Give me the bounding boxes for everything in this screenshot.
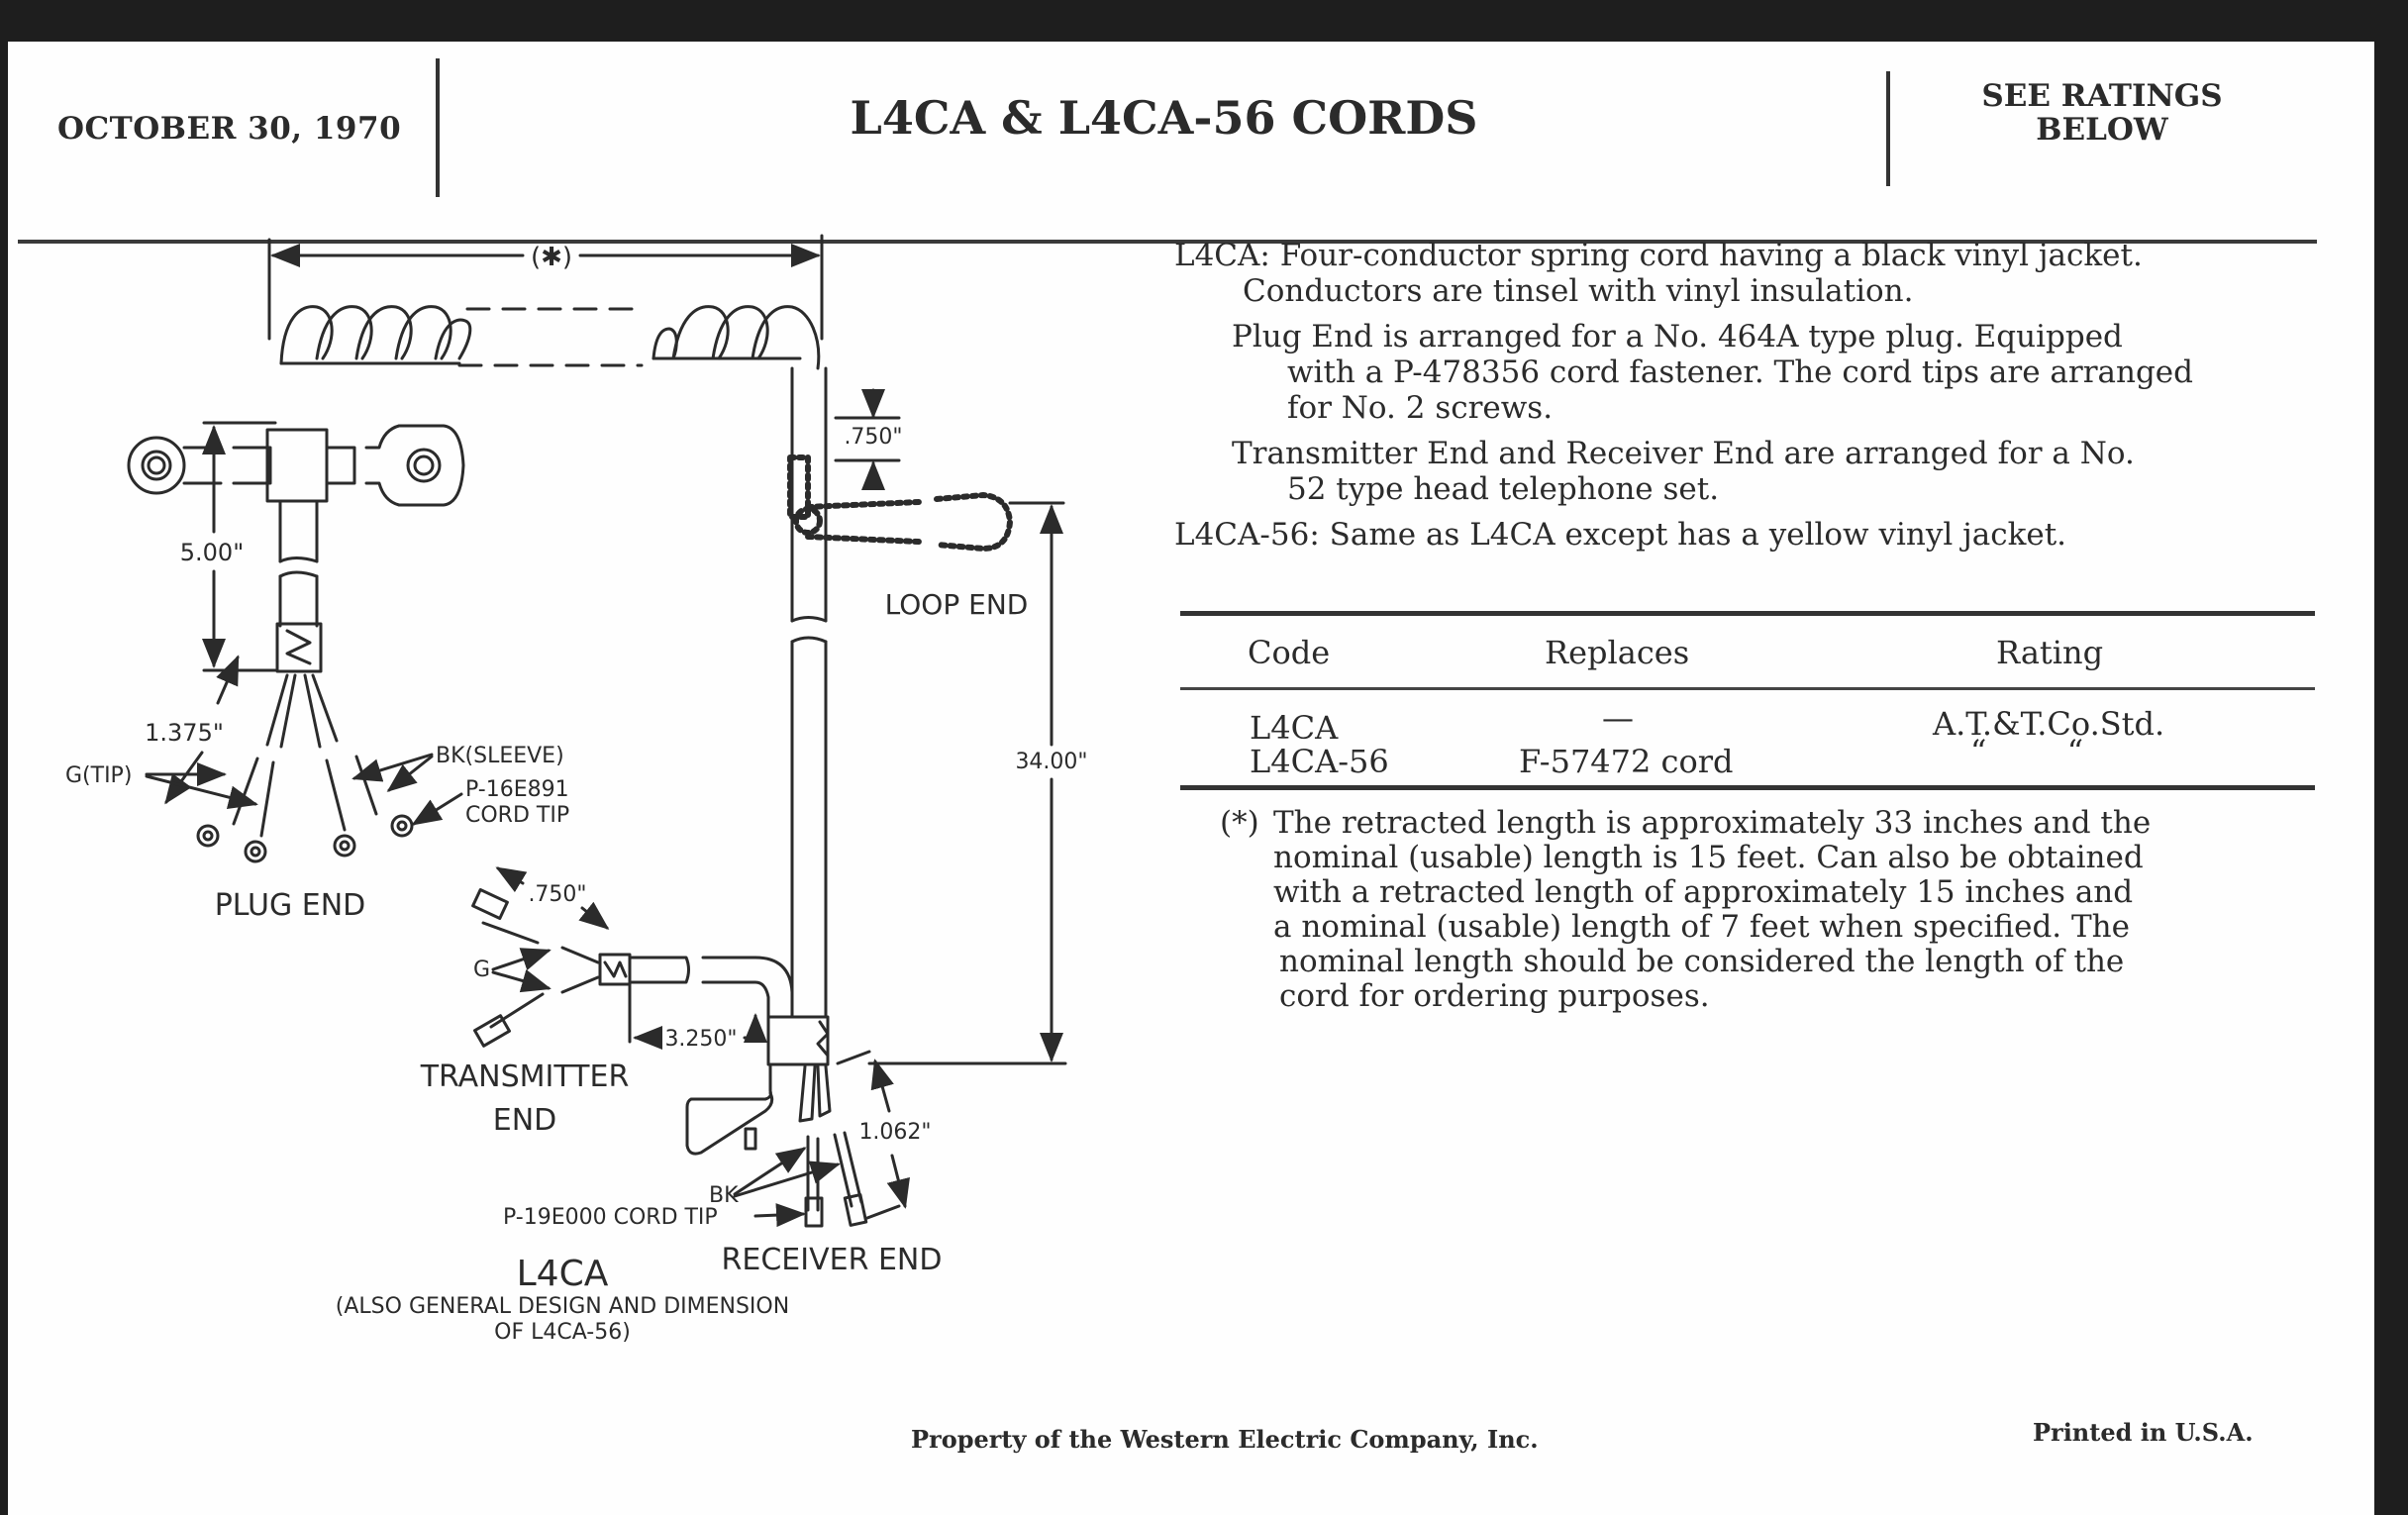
footnote-line: a nominal (usable) length of 7 feet when… — [1273, 909, 2130, 945]
dim-line — [865, 1204, 901, 1220]
footnote-line: nominal (usable) length is 15 feet. Can … — [1273, 840, 2144, 875]
plug-end-line: with a P-478356 cord fastener. The cord … — [1287, 354, 2193, 390]
dim-750-top-label: .750" — [844, 425, 902, 450]
dimension-5-00: 5.00" — [180, 421, 277, 672]
column-header-rating: Rating — [1996, 634, 2104, 671]
label-arrow — [145, 774, 258, 809]
cord-tip-label: CORD TIP — [465, 803, 569, 828]
cord-diagram: (✱) — [65, 234, 1088, 1277]
retracted-marker-label: (✱) — [531, 243, 572, 272]
dim-750-tx-label: .750" — [528, 882, 586, 907]
header-divider — [1886, 71, 1890, 186]
p16e891-label: P-16E891 — [465, 777, 569, 802]
g-tip-label: G(TIP) — [65, 763, 132, 788]
loop-end — [787, 454, 1013, 552]
table-rule-mid — [1180, 687, 2315, 690]
cell-code: L4CA-56 — [1250, 743, 1389, 780]
dim-arrow — [743, 1013, 767, 1043]
dim-34-00-label: 34.00" — [1015, 750, 1087, 774]
footnote: (*) The retracted length is approximatel… — [1220, 806, 2250, 1014]
label-arrow — [733, 1161, 841, 1198]
description-block: L4CA: Four-conductor spring cord having … — [1174, 238, 2315, 553]
loop-end-label: LOOP END — [885, 588, 1029, 621]
transmitter-end-label: END — [493, 1103, 557, 1138]
plug-end-line: for No. 2 screws. — [1287, 390, 1554, 426]
spring-coil-right — [652, 305, 821, 370]
plug-end-line: Plug End is arranged for a No. 464A type… — [1232, 319, 2123, 354]
cell-rating: “ “ — [1970, 733, 2084, 770]
footnote-line: cord for ordering purposes. — [1279, 978, 1710, 1014]
transmitter-end-label: TRANSMITTER — [420, 1060, 630, 1094]
retracted-length-dimension: (✱) — [267, 234, 824, 341]
dim-1-062-label: 1.062" — [858, 1120, 931, 1145]
dim-arrow — [578, 901, 610, 930]
cell-code: L4CA — [1250, 709, 1339, 747]
label-arrow — [491, 969, 552, 993]
dim-arrow — [870, 1059, 894, 1113]
label-arrow — [753, 1203, 806, 1228]
p19e000-label: P-19E000 CORD TIP — [503, 1205, 718, 1230]
l4ca-description-cont: Conductors are tinsel with vinyl insulat… — [1243, 273, 1914, 309]
bk-sleeve-label: BK(SLEEVE) — [436, 744, 564, 768]
receiver-end-label: RECEIVER END — [722, 1243, 943, 1277]
l4ca56-description: L4CA-56: Same as L4CA except has a yello… — [1174, 517, 2315, 553]
drawing-caption-line: OF L4CA-56) — [494, 1320, 631, 1345]
footnote-line: nominal length should be considered the … — [1279, 944, 2125, 979]
transmitter-end — [471, 888, 830, 1066]
column-header-code: Code — [1248, 634, 1331, 671]
l4ca-description: L4CA: Four-conductor spring cord having … — [1174, 238, 2315, 273]
cell-rating: A.T.&T.Co.Std. — [1933, 705, 2165, 743]
label-arrow — [733, 1147, 807, 1196]
footnote-line: with a retracted length of approximately… — [1273, 874, 2134, 910]
dim-arrow — [886, 1154, 910, 1209]
page-title: L4CA & L4CA-56 CORDS — [850, 91, 1478, 145]
drawing-caption-line: (ALSO GENERAL DESIGN AND DIMENSION — [335, 1294, 790, 1319]
cord-fastener — [127, 424, 465, 507]
dim-3-250-label: 3.250" — [664, 1027, 737, 1052]
l4ca-label: L4CA: — [1174, 238, 1270, 273]
g-label: G — [473, 958, 490, 982]
label-arrow — [411, 792, 463, 826]
drawing-caption-title: L4CA — [516, 1254, 609, 1294]
label-arrow — [386, 755, 434, 792]
dim-5-00-label: 5.00" — [180, 539, 244, 566]
header-rule — [18, 240, 2317, 244]
l4ca56-label: L4CA-56: — [1174, 517, 1320, 553]
footer-printed: Printed in U.S.A. — [2033, 1418, 2254, 1447]
footnote-line: The retracted length is approximately 33… — [1273, 805, 2152, 841]
spec-sheet-page: OCTOBER 30, 1970 L4CA & L4CA-56 CORDS SE… — [8, 42, 2374, 1515]
drawing-caption: L4CA (ALSO GENERAL DESIGN AND DIMENSION … — [305, 1255, 820, 1346]
transmitter-receiver-description: Transmitter End and Receiver End are arr… — [1174, 436, 2315, 507]
footnote-marker: (*) — [1220, 805, 1259, 841]
dim-arrow — [495, 866, 528, 893]
l4ca-text: Four-conductor spring cord having a blac… — [1279, 238, 2143, 273]
dim-arrow — [216, 655, 240, 705]
label-arrow — [491, 948, 552, 971]
dim-arrow — [164, 751, 204, 805]
transmitter-line: Transmitter End and Receiver End are arr… — [1232, 436, 2135, 471]
transmitter-line: 52 type head telephone set. — [1287, 471, 1720, 507]
dim-1-375-label: 1.375" — [145, 719, 224, 747]
dim-line — [836, 1050, 871, 1065]
issue-date: OCTOBER 30, 1970 — [57, 111, 402, 147]
footer-property: Property of the Western Electric Company… — [911, 1425, 1539, 1454]
plug-end-label: PLUG END — [215, 888, 366, 923]
table-rule-top — [1180, 611, 2315, 616]
table-rule-bottom — [1180, 785, 2315, 790]
l4ca56-text: Same as L4CA except has a yellow vinyl j… — [1329, 517, 2067, 553]
header-divider — [436, 58, 440, 197]
plug-end-description: Plug End is arranged for a No. 464A type… — [1174, 319, 2315, 426]
ratings-note-line: SEE RATINGS — [1981, 78, 2223, 114]
spring-coil-left — [279, 305, 472, 365]
cell-replaces: — — [1602, 699, 1634, 737]
column-header-replaces: Replaces — [1545, 634, 1690, 671]
ratings-note-line: BELOW — [2036, 112, 2168, 148]
ratings-note: SEE RATINGS BELOW — [1894, 79, 2310, 147]
cell-replaces: F-57472 cord — [1519, 743, 1734, 780]
